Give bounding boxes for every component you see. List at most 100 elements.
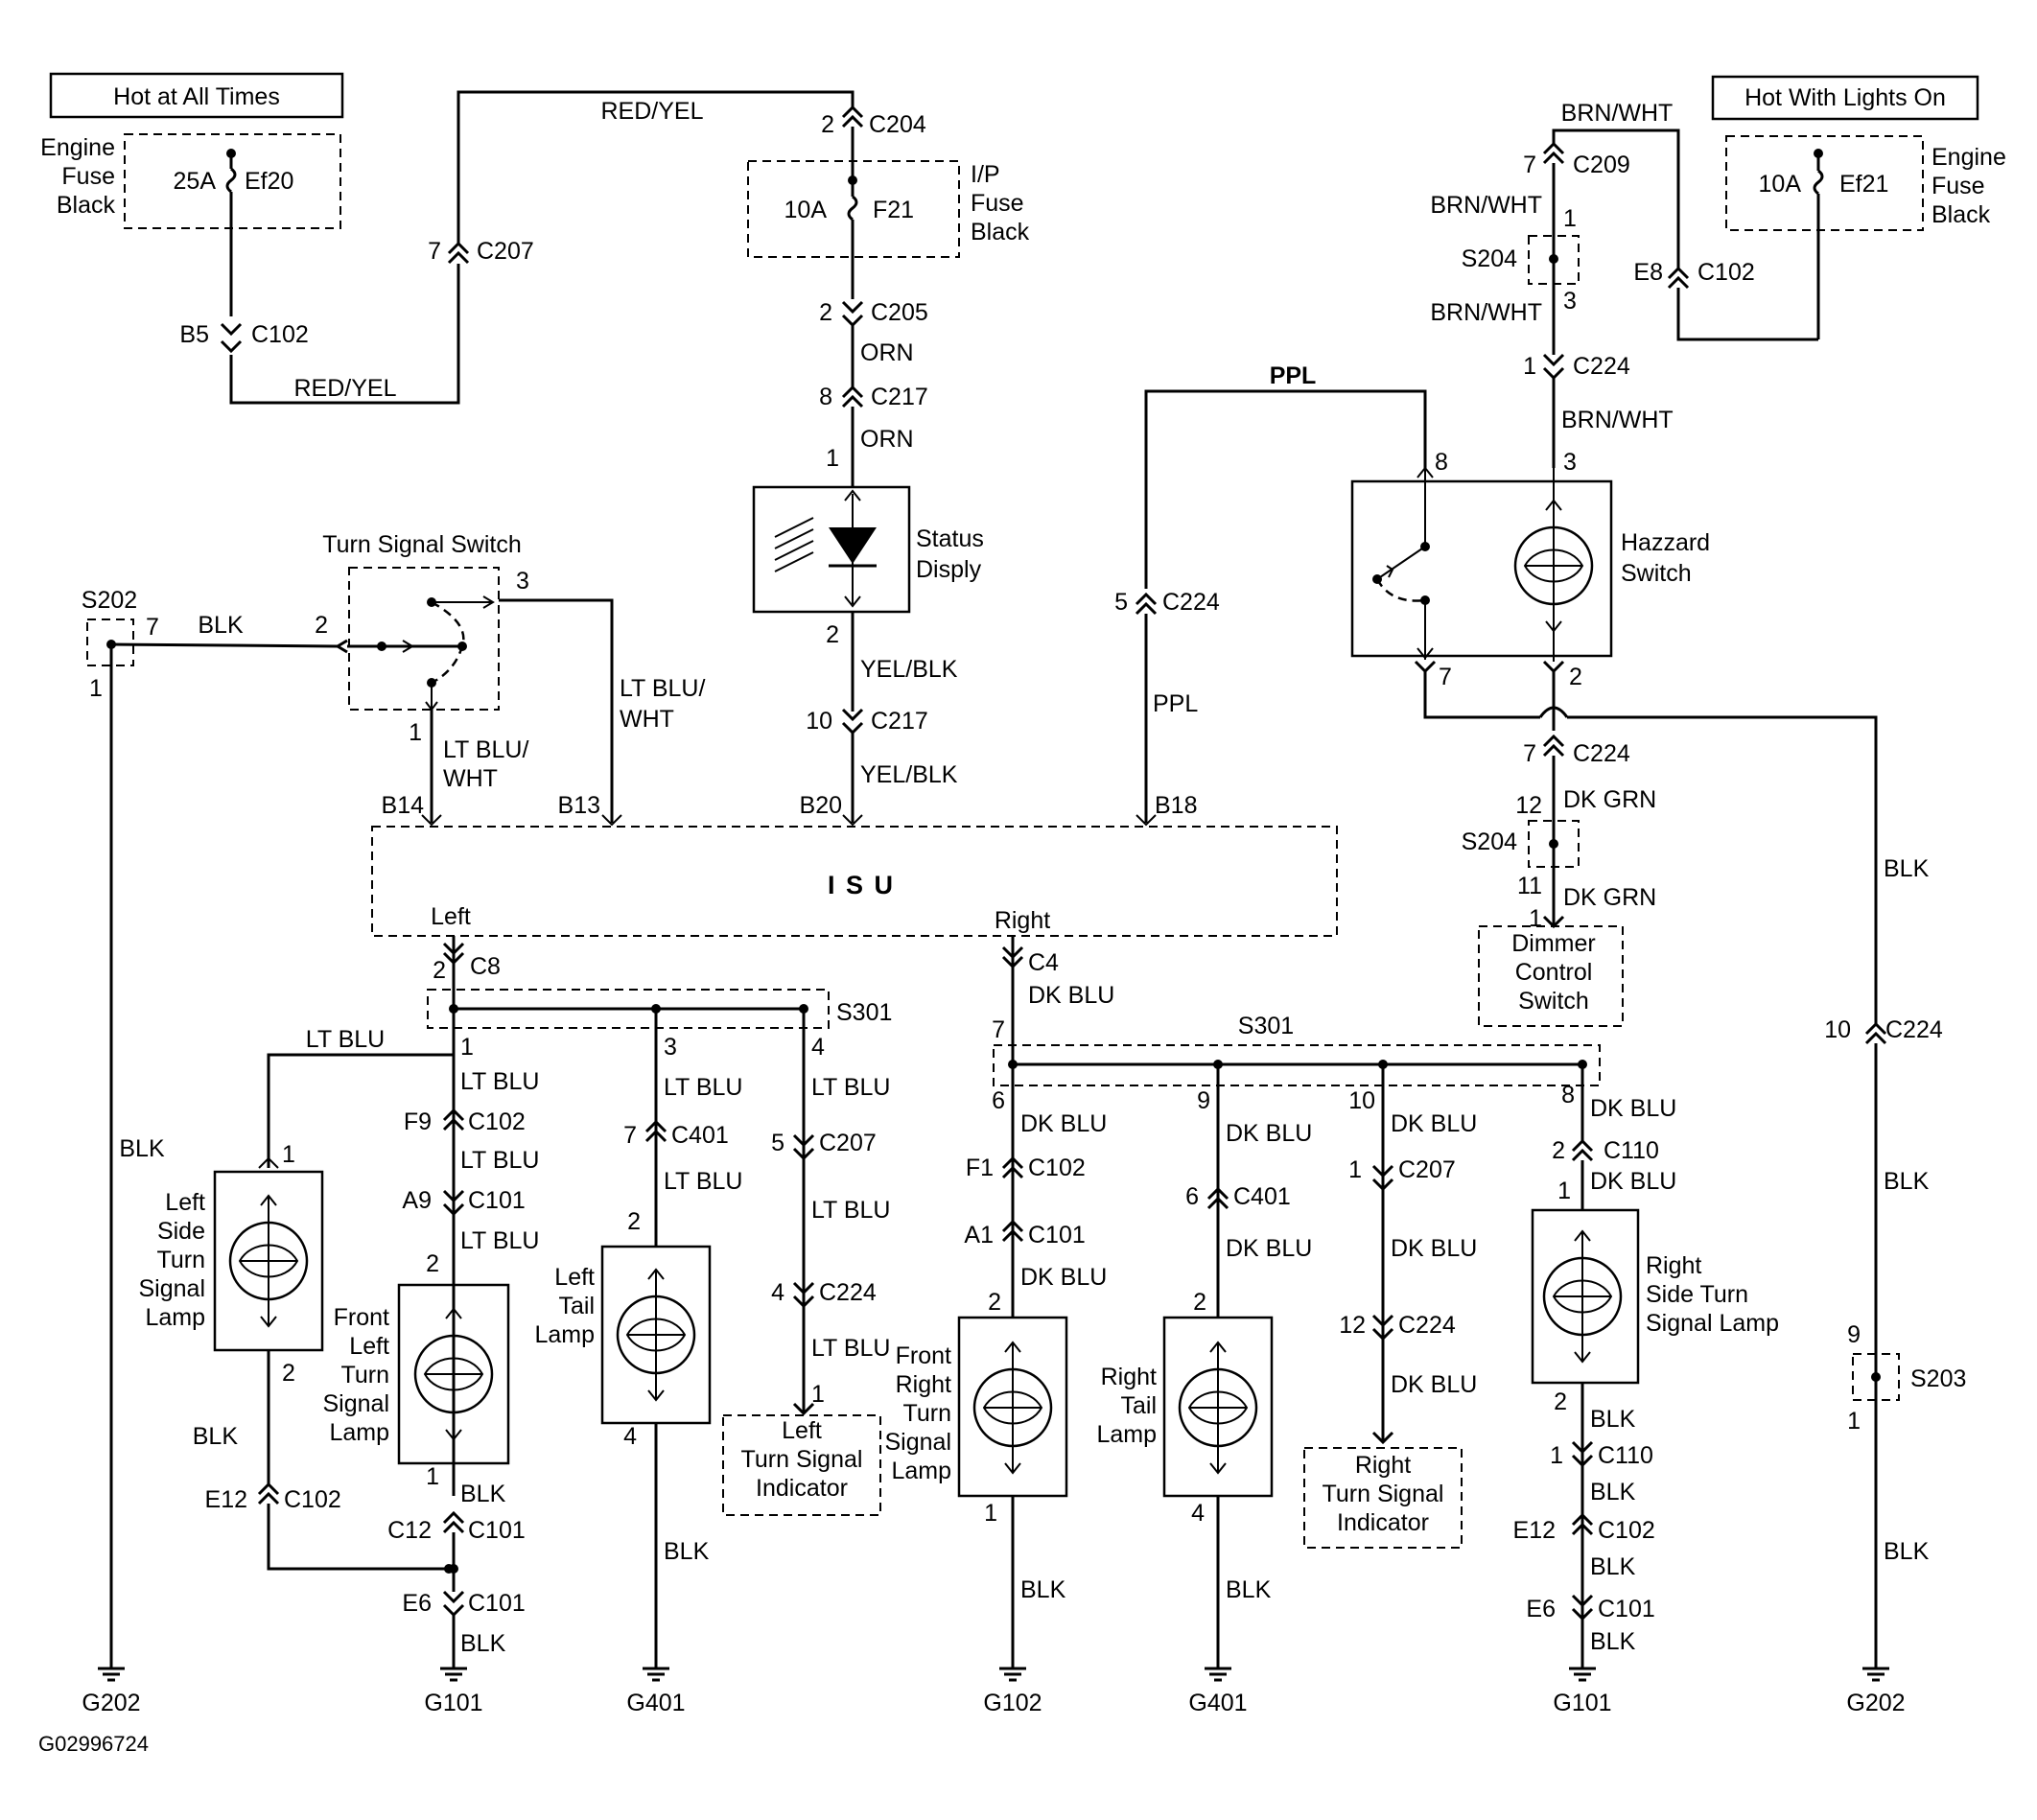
pin-1-s301-left: 1 [460, 1034, 474, 1061]
wire-blk-right-1: BLK [1884, 1168, 1930, 1195]
pin-1-dimmer: 1 [1529, 905, 1542, 932]
wire-ltbluwht-b14-b: WHT [443, 765, 498, 792]
hazard-switch-l2: Switch [1621, 560, 1692, 587]
fuse-ef20-name: Ef20 [245, 168, 293, 195]
ground-g102: G102 [983, 1690, 1042, 1716]
wire-brn-wht-4: BRN/WHT [1561, 407, 1674, 433]
pin-11-s204: 11 [1517, 873, 1542, 899]
hazard-switch-icon [1372, 466, 1434, 660]
splice-s301-right: S301 [1238, 1013, 1294, 1039]
wire-brn-wht-2: BRN/WHT [1430, 192, 1542, 219]
wire-lt-blu-lt-1: LT BLU [664, 1074, 742, 1101]
pin-b13: B13 [558, 792, 600, 819]
right-indicator-l3: Indicator [1337, 1509, 1429, 1536]
right-side-lamp-box [1531, 1208, 1640, 1385]
wire-blk-rs-4: BLK [1590, 1628, 1636, 1655]
wire-dk-blu-rt-2: DK BLU [1226, 1235, 1312, 1262]
isu-left-label: Left [431, 903, 471, 930]
wire-dk-blu-ri-3: DK BLU [1391, 1371, 1477, 1398]
status-display-diode-icon [774, 489, 877, 608]
fuse-ef21-name: Ef21 [1839, 171, 1888, 198]
pin-1-right-side: 1 [1557, 1178, 1571, 1204]
connector-c102-top: C102 [251, 321, 309, 348]
engine-fuse-block-right-l2: Fuse [1932, 173, 1985, 199]
pin-b18: B18 [1155, 792, 1197, 819]
connector-c8: C8 [470, 953, 501, 980]
c224-7-connector [1542, 734, 1565, 758]
wire-blk-hazard-7: BLK [1884, 855, 1930, 882]
wire-dk-blu-ri-2: DK BLU [1391, 1235, 1477, 1262]
ground-g202-left-icon [96, 1667, 127, 1682]
wire-orn-2: ORN [860, 426, 914, 453]
c101-a9-connector [442, 1189, 465, 1217]
hot-at-all-times-label: Hot at All Times [113, 83, 280, 110]
connector-c204: C204 [869, 111, 926, 138]
connector-c101-a1: C101 [1028, 1222, 1086, 1248]
left-tail-lamp-l2: Tail [558, 1293, 595, 1319]
pin-2-switch: 2 [315, 612, 328, 639]
wire-ltbluwht-b14-a: LT BLU/ [443, 736, 528, 763]
c101-e6-left-connector [442, 1590, 465, 1618]
pin-1-front-right: 1 [984, 1500, 997, 1527]
connector-c224-ppl: C224 [1162, 589, 1220, 616]
wire-yel-blk-1: YEL/BLK [860, 656, 958, 683]
ground-g401-left: G401 [626, 1690, 685, 1716]
turn-signal-switch-box [348, 567, 500, 711]
fuse-f21-rating: 10A [784, 197, 828, 223]
wire-blk-left-side: BLK [193, 1423, 239, 1450]
wire-lt-blu-side: LT BLU [306, 1026, 385, 1053]
pin-1-s202: 1 [89, 675, 103, 702]
connector-c207-top: C207 [477, 238, 534, 265]
pin-2-c205: 2 [819, 299, 832, 326]
wire-brn-wht-3: BRN/WHT [1430, 299, 1542, 326]
isu-right-label: Right [995, 907, 1050, 934]
wire-dk-grn-1: DK GRN [1563, 786, 1656, 813]
right-tail-lamp-l1: Right [1101, 1364, 1157, 1390]
pin-4-left-tail: 4 [623, 1423, 637, 1450]
wire-blk-fl-2: BLK [460, 1630, 506, 1657]
ip-fuse-block-l2: Fuse [971, 190, 1024, 217]
right-side-lamp-l1: Right [1646, 1252, 1701, 1279]
pin-2-right-side: 2 [1554, 1388, 1567, 1415]
c401-6-connector [1206, 1186, 1229, 1210]
hazard-switch-lamp-icon [1513, 499, 1594, 633]
connector-c207-1: C207 [1398, 1156, 1456, 1183]
pin-1-switch: 1 [409, 719, 422, 746]
ground-g202-left: G202 [82, 1690, 140, 1716]
pin-f9: F9 [404, 1108, 432, 1135]
connector-c224-10: C224 [1885, 1016, 1943, 1043]
right-side-lamp-icon [1542, 1229, 1623, 1364]
wire-blk-g202-left: BLK [119, 1135, 165, 1162]
engine-fuse-block-right-l1: Engine [1932, 144, 2006, 171]
left-tail-lamp-l3: Lamp [534, 1321, 595, 1348]
c101-a1-connector [1001, 1219, 1024, 1243]
left-side-lamp-l3: Turn [157, 1247, 205, 1273]
pin-a1: A1 [964, 1222, 994, 1248]
c101-e6-right-connector [1571, 1594, 1594, 1622]
splice-s204-bottom: S204 [1462, 828, 1517, 855]
left-tail-lamp-icon [616, 1268, 696, 1402]
splice-s203-dot [1871, 1372, 1881, 1382]
front-left-lamp-box [397, 1283, 510, 1465]
pin-7-c401: 7 [623, 1122, 637, 1149]
wire-blk-rs-2: BLK [1590, 1479, 1636, 1505]
c204-connector [841, 105, 864, 128]
pin-2-front-left: 2 [426, 1250, 439, 1277]
ground-g101-left: G101 [424, 1690, 482, 1716]
dimmer-switch-l3: Switch [1518, 988, 1589, 1015]
ground-g101-left-icon [438, 1667, 469, 1682]
connector-c224-7: C224 [1573, 740, 1630, 767]
front-right-lamp-l3: Turn [903, 1400, 951, 1427]
pin-1-c224-top: 1 [1523, 353, 1536, 380]
c205-connector [841, 300, 864, 328]
c209-connector [1542, 141, 1565, 165]
pin-b20: B20 [800, 792, 842, 819]
front-left-lamp-icon [413, 1307, 494, 1441]
pin-4-right-tail: 4 [1191, 1500, 1205, 1527]
left-side-lamp-l4: Signal [139, 1275, 206, 1302]
ground-g401-left-icon [641, 1667, 671, 1682]
wire-blk-rs-3: BLK [1590, 1553, 1636, 1580]
c217-8-connector [841, 385, 864, 408]
pin-2-left-tail: 2 [627, 1208, 641, 1235]
left-indicator-l1: Left [782, 1417, 822, 1444]
